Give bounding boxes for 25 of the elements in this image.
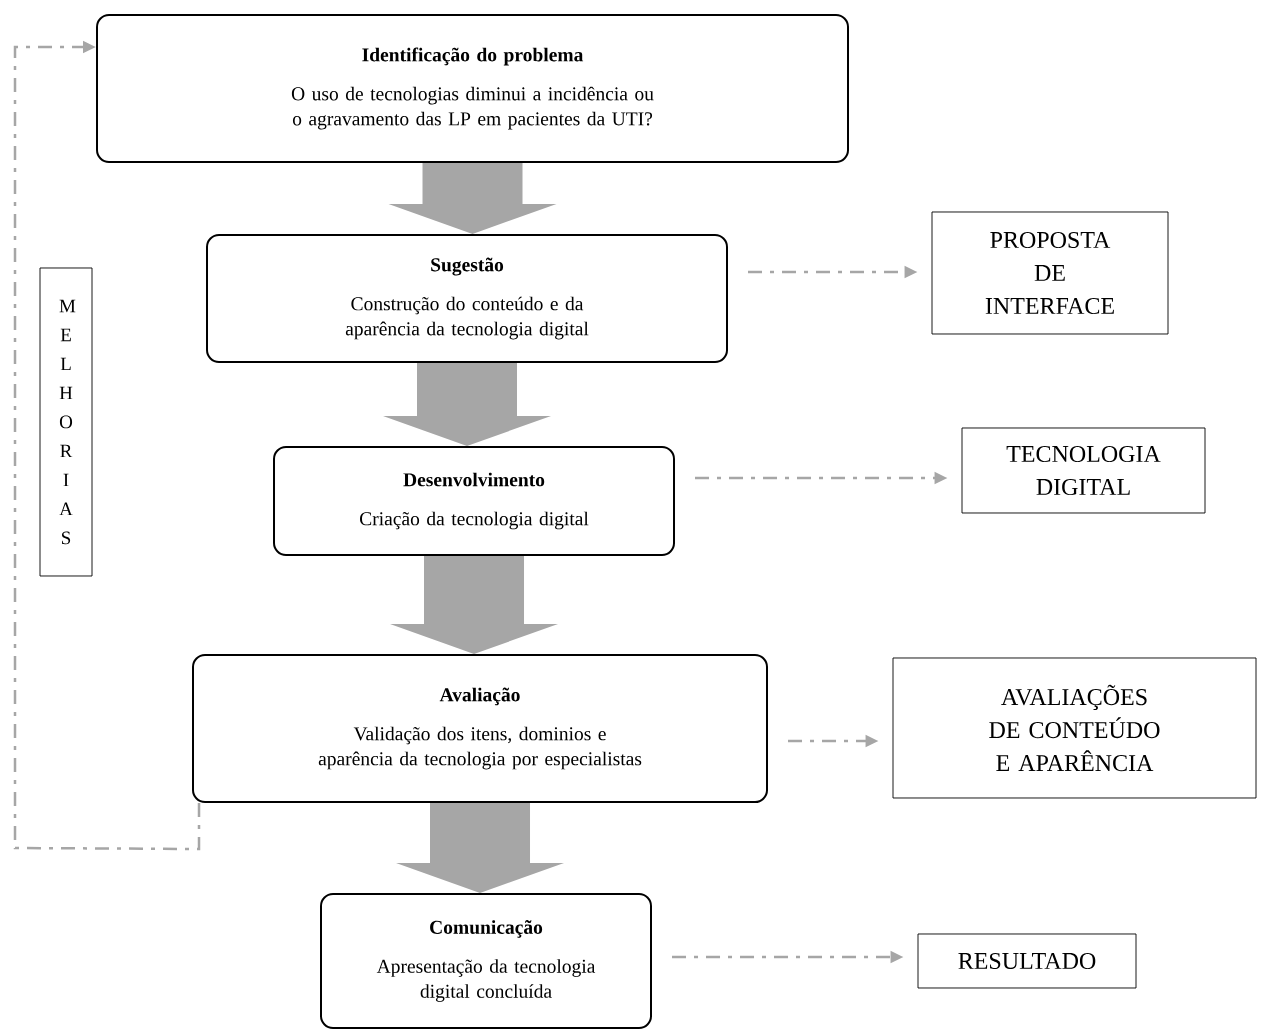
output-box: AVALIAÇÕES DE CONTEÚDO E APARÊNCIA xyxy=(892,657,1257,799)
block-arrow xyxy=(396,803,564,893)
process-box xyxy=(320,893,652,1029)
box-text: Validação dos itens, dominios e aparência da tecnologia por especialistas xyxy=(318,726,642,770)
block-arrow xyxy=(390,556,558,654)
box-heading: Avaliação xyxy=(439,687,520,706)
output-box: RESULTADO xyxy=(917,933,1137,989)
box-text: Criação da tecnologia digital xyxy=(360,511,589,530)
block-arrow xyxy=(388,163,557,234)
block-arrow xyxy=(383,363,551,446)
box-text: Apresentação da tecnologia digital concluída xyxy=(376,959,596,1002)
process-box xyxy=(273,446,675,556)
process-box xyxy=(192,654,768,803)
box-heading: Comunicação xyxy=(430,920,543,938)
box-heading: Desenvolvimento xyxy=(403,472,545,487)
vertical-label-box: M E L H O R I A S xyxy=(39,267,93,577)
box-heading: Identificação do problema xyxy=(362,47,584,66)
box-text: Construção do conteúdo e da aparência da tecnologia digital xyxy=(345,296,589,340)
box-heading: Sugestão xyxy=(431,257,504,276)
process-box xyxy=(96,14,849,163)
dashed-arrow xyxy=(13,40,201,851)
process-box xyxy=(206,234,728,363)
output-box: PROPOSTA DE INTERFACE xyxy=(931,211,1169,335)
box-text: O uso de tecnologias diminui a incidência ou o agravamento das LP em pacientes da UTI? xyxy=(291,86,654,130)
output-box: TECNOLOGIA DIGITAL xyxy=(961,427,1206,514)
